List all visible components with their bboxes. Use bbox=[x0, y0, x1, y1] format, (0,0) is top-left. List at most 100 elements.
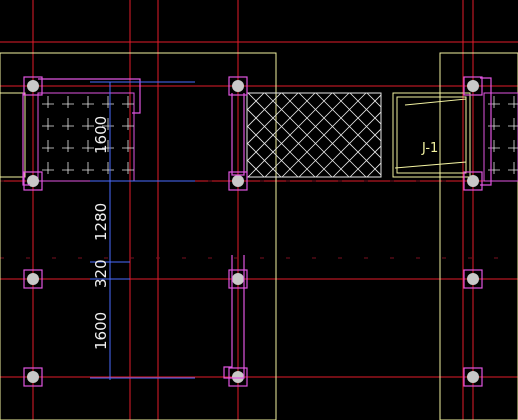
wall-lower-center bbox=[223, 255, 245, 379]
cross-hatch-line bbox=[418, 93, 502, 177]
cross-hatch-lines bbox=[247, 93, 518, 177]
tile-hatch-mark bbox=[122, 140, 134, 152]
cross-hatch-line bbox=[281, 93, 367, 177]
column-marker-icon bbox=[232, 80, 244, 92]
window-left-edge bbox=[0, 92, 26, 178]
tile-hatch-mark bbox=[508, 96, 518, 108]
wall-polylines bbox=[22, 77, 492, 379]
tile-hatch-mark bbox=[102, 118, 114, 130]
column-marker-icon bbox=[467, 371, 479, 383]
tile-hatch-mark bbox=[62, 140, 74, 152]
column-outline bbox=[228, 76, 248, 96]
wall-stub-center bbox=[231, 93, 245, 176]
cross-hatch-line bbox=[247, 176, 248, 177]
dim-text-4: 1600 bbox=[92, 312, 110, 350]
cross-hatch-line bbox=[247, 93, 282, 128]
column-marker-icon bbox=[27, 175, 39, 187]
column-outline bbox=[23, 76, 43, 96]
cross-hatch-line bbox=[452, 93, 518, 177]
column-marker-icon bbox=[27, 273, 39, 285]
tile-hatch-mark bbox=[488, 162, 500, 174]
tile-hatch-mark bbox=[82, 162, 94, 174]
tile-hatch-mark bbox=[82, 118, 94, 130]
tile-hatch-mark bbox=[42, 162, 54, 174]
cross-hatch-line bbox=[418, 93, 502, 177]
cross-hatch-line bbox=[264, 93, 350, 177]
dimension-chain: 1600 1280 320 1600 bbox=[90, 81, 195, 380]
tile-hatch-mark bbox=[122, 162, 134, 174]
cross-hatch-line bbox=[247, 93, 248, 94]
tile-hatch-mark bbox=[62, 118, 74, 130]
window-left-frame bbox=[0, 92, 26, 178]
column-marker-icon bbox=[27, 371, 39, 383]
tile-hatch-mark bbox=[42, 118, 54, 130]
window-frame-inner bbox=[396, 96, 467, 174]
tile-hatch-mark bbox=[102, 162, 114, 174]
tile-hatch-mark bbox=[62, 96, 74, 108]
cross-hatch-line bbox=[332, 128, 381, 177]
wall-top-center bbox=[38, 78, 141, 114]
column-marker-icon bbox=[467, 273, 479, 285]
window-tag-label: J-1 bbox=[421, 141, 438, 156]
column-outline bbox=[228, 269, 248, 289]
column-outline bbox=[228, 171, 248, 191]
tile-hatch-mark bbox=[82, 140, 94, 152]
column-marker-icon bbox=[232, 175, 244, 187]
tile-hatch-mark bbox=[42, 140, 54, 152]
tile-hatch-mark bbox=[488, 140, 500, 152]
wall-center-block bbox=[0, 52, 277, 420]
dim-text-2: 1280 bbox=[92, 203, 110, 241]
column-outline bbox=[23, 171, 43, 191]
column-marker-icon bbox=[467, 175, 479, 187]
wall-top-left bbox=[22, 93, 30, 186]
cross-hatch-line bbox=[298, 94, 381, 177]
column-outline bbox=[463, 367, 483, 387]
cross-hatch-line bbox=[315, 111, 381, 177]
cross-hatch-line bbox=[435, 93, 518, 177]
window-j1: J-1 bbox=[392, 92, 471, 178]
cross-hatch-panel bbox=[246, 92, 382, 178]
column-outline bbox=[23, 367, 43, 387]
wall-outlines bbox=[0, 52, 518, 420]
tile-hatch-mark bbox=[122, 96, 134, 108]
dim-text-1: 1600 bbox=[92, 116, 110, 154]
tile-area-right bbox=[483, 92, 518, 182]
tile-hatch-mark bbox=[62, 162, 74, 174]
cross-hatch-line bbox=[349, 93, 381, 125]
tile-hatch-mark bbox=[508, 162, 518, 174]
column-marker-icon bbox=[232, 273, 244, 285]
column-marker-icon bbox=[27, 80, 39, 92]
structural-columns bbox=[23, 76, 483, 387]
tile-hatch-area bbox=[37, 92, 518, 182]
tile-hatch-mark bbox=[488, 118, 500, 130]
column-outline bbox=[463, 171, 483, 191]
cross-hatch-line bbox=[247, 93, 299, 145]
wall-right-top bbox=[480, 77, 492, 186]
tile-hatch-mark bbox=[122, 118, 134, 130]
tile-hatch-mark bbox=[508, 118, 518, 130]
column-outline bbox=[228, 367, 248, 387]
window-sash bbox=[394, 98, 467, 169]
cross-hatch-line bbox=[247, 159, 265, 177]
tile-hatch-mark bbox=[102, 140, 114, 152]
wall-right-block bbox=[439, 52, 518, 420]
tile-area-left bbox=[37, 92, 135, 182]
column-marker-icon bbox=[232, 371, 244, 383]
tile-hatch-mark bbox=[42, 96, 54, 108]
cross-hatch-area bbox=[246, 92, 518, 178]
cross-hatch-line bbox=[247, 142, 282, 177]
column-outline bbox=[463, 269, 483, 289]
cross-hatch-line bbox=[247, 93, 316, 162]
tile-hatch-mark bbox=[488, 96, 500, 108]
cross-hatch-line bbox=[349, 145, 381, 177]
column-marker-icon bbox=[467, 80, 479, 92]
tile-hatch-mark bbox=[82, 96, 94, 108]
tile-hatch-mark bbox=[508, 140, 518, 152]
tile-hatch-mark bbox=[102, 96, 114, 108]
cross-hatch-line bbox=[247, 93, 333, 177]
window-frame-outer bbox=[392, 92, 471, 178]
cross-hatch-line bbox=[435, 93, 518, 177]
cross-hatch-line bbox=[452, 93, 518, 177]
